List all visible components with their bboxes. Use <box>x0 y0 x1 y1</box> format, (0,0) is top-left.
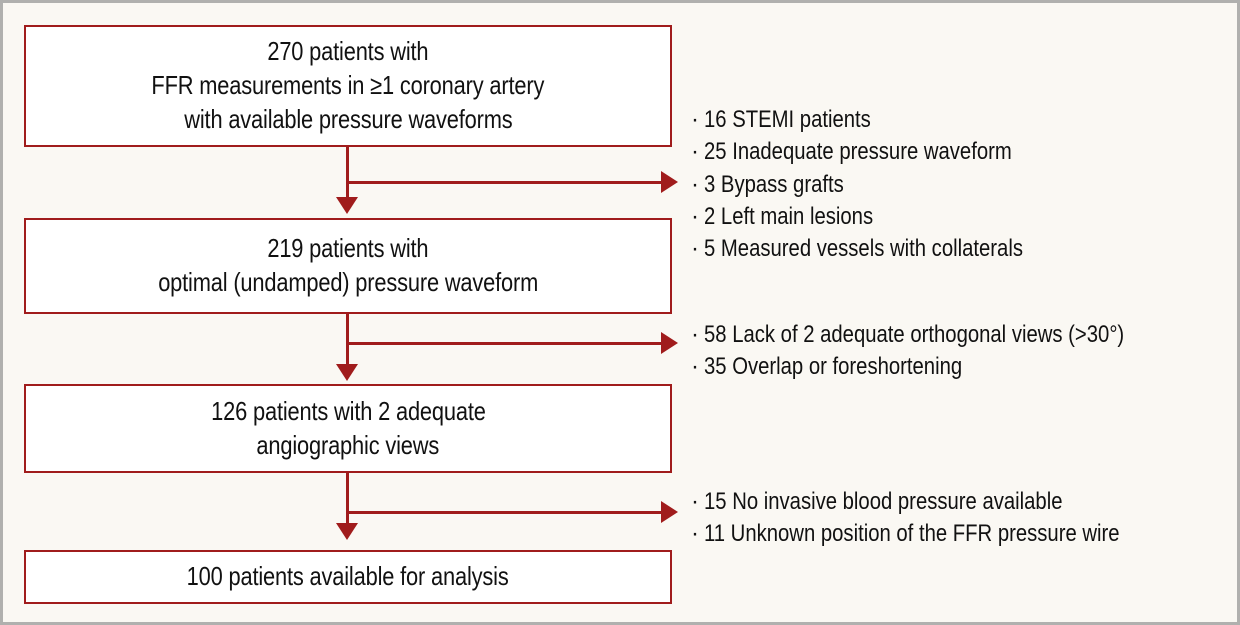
connector-2-arrowhead-down <box>336 364 358 381</box>
exclusion-text: 25 Inadequate pressure waveform <box>704 138 1012 166</box>
bullet-icon: · <box>691 321 699 348</box>
exclusion-item: · 58 Lack of 2 adequate orthogonal views… <box>691 319 1201 351</box>
exclusion-text: 35 Overlap or foreshortening <box>704 353 963 381</box>
exclusion-item: · 2 Left main lesions <box>691 201 1082 233</box>
flow-box-enrolled: 270 patients with FFR measurements in ≥1… <box>24 25 672 147</box>
exclusion-text: 2 Left main lesions <box>704 202 874 230</box>
flow-box-optimal-waveform-line-2: optimal (undamped) pressure waveform <box>158 267 538 297</box>
bullet-icon: · <box>691 106 699 133</box>
flow-box-optimal-waveform-line-1: 219 patients with <box>267 233 429 264</box>
flow-box-optimal-waveform: 219 patients with optimal (undamped) pre… <box>24 218 672 314</box>
flow-box-adequate-views-line-1: 126 patients with 2 adequate <box>210 395 486 426</box>
bullet-icon: · <box>691 170 699 198</box>
exclusion-item: · 5 Measured vessels with collaterals <box>691 233 1082 265</box>
flow-box-enrolled-line-3: with available pressure waveforms <box>183 103 513 134</box>
exclusion-list-3: · 15 No invasive blood pressure availabl… <box>691 486 1196 551</box>
connector-3-vertical <box>346 473 349 523</box>
flow-box-adequate-views: 126 patients with 2 adequate angiographi… <box>24 384 672 473</box>
connector-3-arrowhead-down <box>336 523 358 540</box>
connector-2-arrowhead-right <box>661 332 678 354</box>
bullet-icon: · <box>691 488 699 515</box>
exclusion-text: 15 No invasive blood pressure available <box>704 488 1063 515</box>
exclusion-item: · 35 Overlap or foreshortening <box>691 351 1201 383</box>
bullet-icon: · <box>691 520 699 548</box>
flow-box-enrolled-line-2: FFR measurements in ≥1 coronary artery <box>151 70 545 101</box>
exclusion-text: 11 Unknown position of the FFR pressure … <box>704 520 1120 548</box>
exclusion-list-2: · 58 Lack of 2 adequate orthogonal views… <box>691 319 1201 384</box>
flow-box-enrolled-line-1: 270 patients with <box>267 36 429 67</box>
flow-box-final-analysis-line-1: 100 patients available for analysis <box>187 561 509 592</box>
bullet-icon: · <box>691 202 699 230</box>
bullet-icon: · <box>691 353 699 381</box>
exclusion-item: · 16 STEMI patients <box>691 104 1082 136</box>
connector-1-arrowhead-right <box>661 171 678 193</box>
bullet-icon: · <box>691 235 699 263</box>
exclusion-item: · 15 No invasive blood pressure availabl… <box>691 486 1196 518</box>
bullet-icon: · <box>691 138 699 166</box>
exclusion-text: 3 Bypass grafts <box>704 170 844 198</box>
connector-3-horizontal <box>346 511 664 514</box>
flow-box-adequate-views-line-2: angiographic views <box>256 429 440 460</box>
exclusion-item: · 25 Inadequate pressure waveform <box>691 136 1082 168</box>
connector-3-arrowhead-right <box>661 501 678 523</box>
connector-1-arrowhead-down <box>336 197 358 214</box>
exclusion-list-1: · 16 STEMI patients · 25 Inadequate pres… <box>691 104 1082 265</box>
connector-1-horizontal <box>346 181 664 184</box>
connector-1-vertical <box>346 147 349 197</box>
flow-box-final-analysis: 100 patients available for analysis <box>24 550 672 604</box>
exclusion-item: · 3 Bypass grafts <box>691 169 1082 201</box>
exclusion-text: 16 STEMI patients <box>704 106 871 133</box>
exclusion-text: 5 Measured vessels with collaterals <box>704 235 1023 263</box>
connector-2-vertical <box>346 314 349 364</box>
exclusion-item: · 11 Unknown position of the FFR pressur… <box>691 518 1196 550</box>
connector-2-horizontal <box>346 342 664 345</box>
exclusion-text: 58 Lack of 2 adequate orthogonal views (… <box>704 321 1125 348</box>
